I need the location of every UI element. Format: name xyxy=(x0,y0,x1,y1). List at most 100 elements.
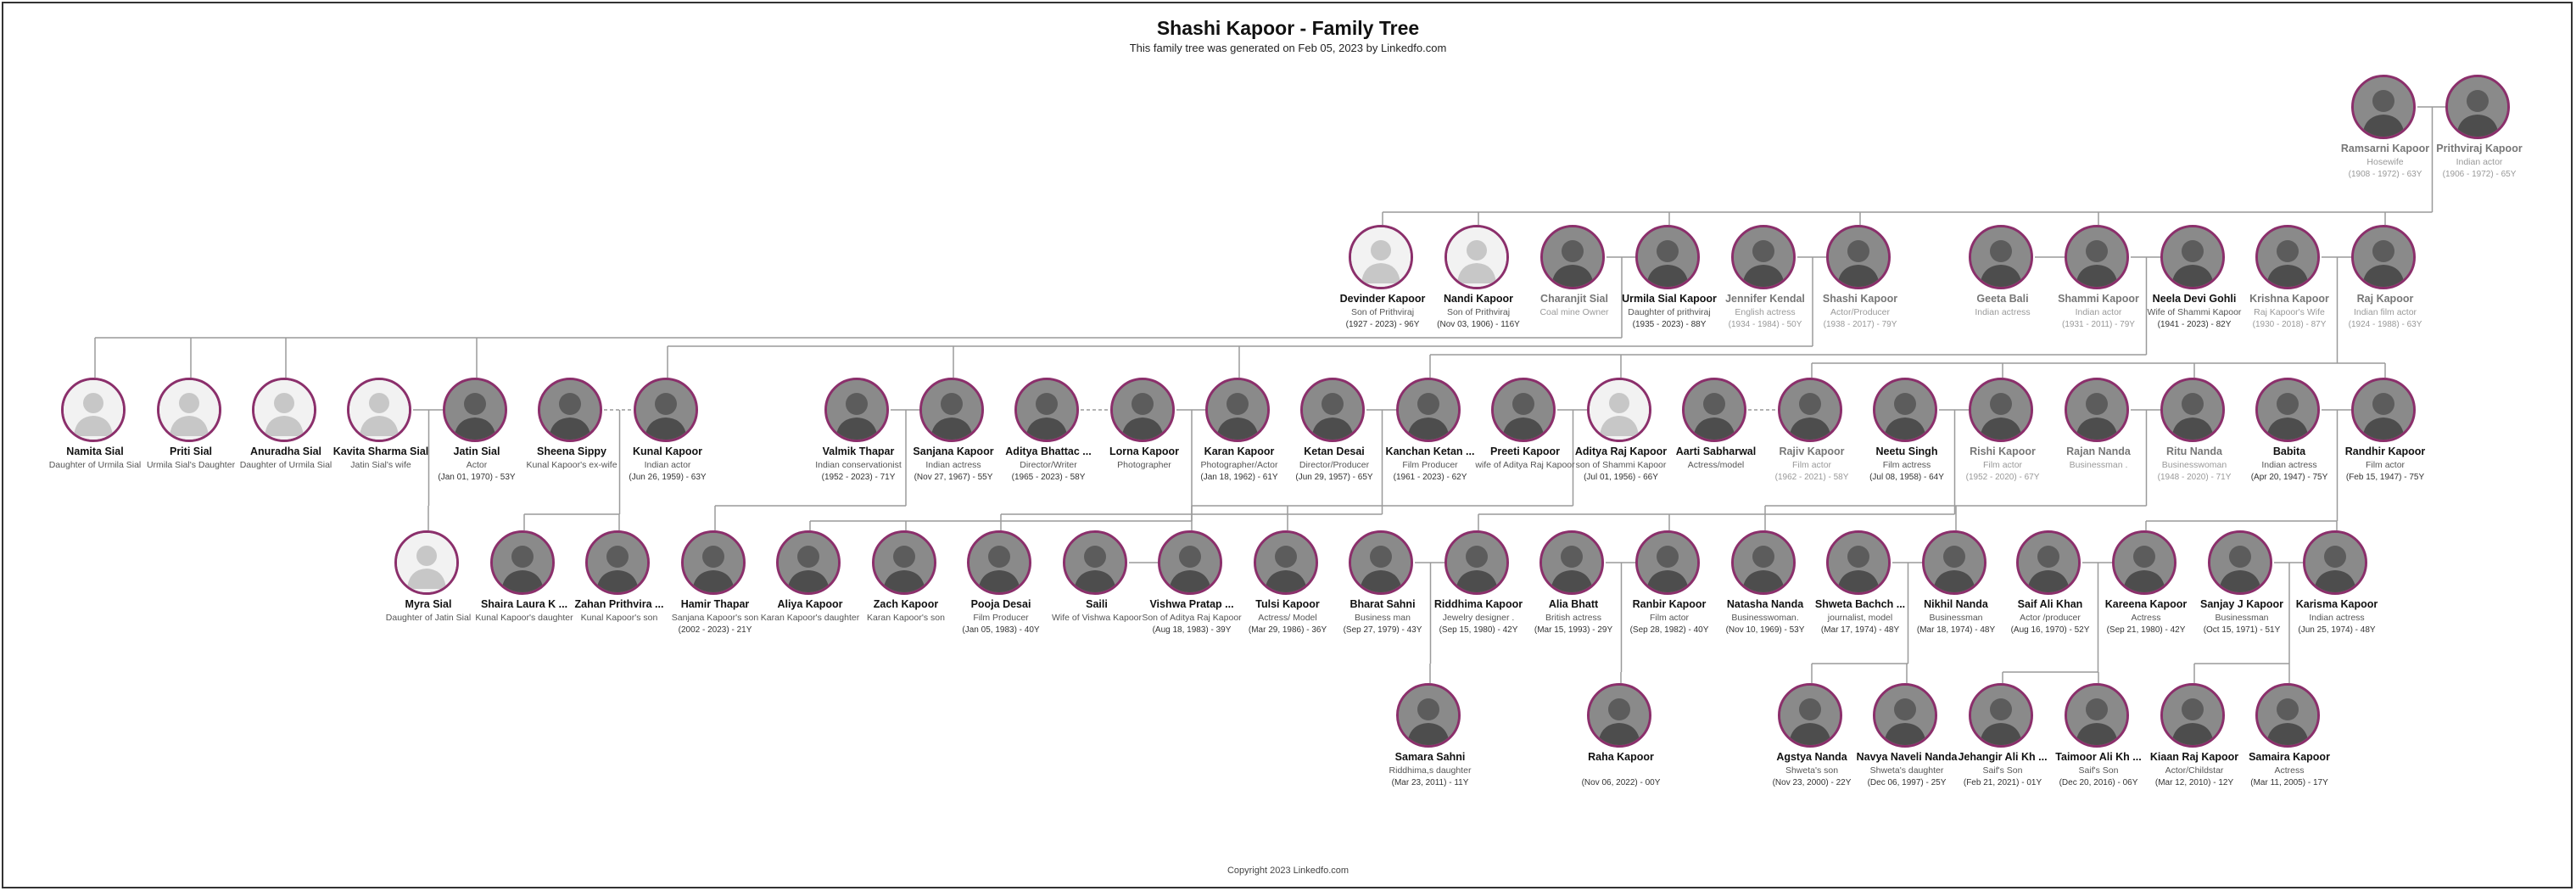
person-name: Valmik Thapar xyxy=(822,446,895,457)
person-name: Aarti Sabharwal xyxy=(1675,446,1757,457)
person-name: Nandi Kapoor xyxy=(1444,293,1513,305)
person-name: Rajiv Kapoor xyxy=(1779,446,1845,457)
person-dates: (Sep 28, 1982) - 40Y xyxy=(1629,625,1709,635)
person-name: Raj Kapoor xyxy=(2356,293,2414,305)
person-dates: (Jan 01, 1970) - 53Y xyxy=(438,473,516,482)
person-description: Director/Writer xyxy=(1020,460,1077,470)
person-dates: (Sep 21, 1980) - 42Y xyxy=(2106,625,2186,635)
person-name: Raha Kapoor xyxy=(1588,751,1654,763)
person-photo xyxy=(2112,530,2176,595)
person-name: Taimoor Ali Kh ... xyxy=(2055,751,2142,763)
person-name: Rajan Nanda xyxy=(2066,446,2131,457)
person-description: Film Producer xyxy=(1402,460,1458,470)
person-dates: (Mar 18, 1974) - 48Y xyxy=(1916,625,1996,635)
person-photo xyxy=(1731,530,1796,595)
person-name: Zach Kapoor xyxy=(873,598,939,610)
person-photo xyxy=(2351,378,2416,442)
person-dates: (Jun 25, 1974) - 48Y xyxy=(2298,625,2376,635)
person-description: Daughter of Urmila Sial xyxy=(48,460,142,470)
person-photo xyxy=(1540,225,1605,289)
person-dates: (1952 - 2023) - 71Y xyxy=(821,473,896,482)
page-subtitle: This family tree was generated on Feb 05… xyxy=(1129,42,1447,54)
person-dates: (1924 - 1988) - 63Y xyxy=(2348,320,2422,329)
person-description: Photographer/Actor xyxy=(1200,460,1278,470)
person-name: Anuradha Sial xyxy=(249,446,322,457)
person-name: Natasha Nanda xyxy=(1726,598,1804,610)
person-name: Shweta Bachch ... xyxy=(1814,598,1906,610)
person-photo xyxy=(1969,683,2033,748)
person-description: son of Shammi Kapoor xyxy=(1575,460,1667,470)
person-name: Nikhil Nanda xyxy=(1924,598,1988,610)
person-description: Indian actress xyxy=(2309,613,2365,623)
person-photo xyxy=(1539,530,1604,595)
person-name: Rishi Kapoor xyxy=(1970,446,2036,457)
person-dates: (Nov 27, 1967) - 55Y xyxy=(914,473,993,482)
person-photo xyxy=(1635,530,1700,595)
person-dates: (1931 - 2011) - 79Y xyxy=(2062,320,2135,329)
person-description: wife of Aditya Raj Kapoor xyxy=(1475,460,1575,470)
person-photo xyxy=(1396,378,1461,442)
person-name: Shammi Kapoor xyxy=(2058,293,2139,305)
person-dates: (Jan 05, 1983) - 40Y xyxy=(962,625,1040,635)
avatar-placeholder-icon xyxy=(394,530,459,595)
person-photo xyxy=(1873,683,1937,748)
person-photo xyxy=(2065,683,2129,748)
person-name: Geeta Bali xyxy=(1976,293,2029,305)
person-dates: (Dec 20, 2016) - 06Y xyxy=(2059,778,2138,787)
person-description: Riddhima,s daughter xyxy=(1389,765,1472,776)
person-description: Wife of Vishwa Kapoor xyxy=(1051,613,1143,623)
person-name: Urmila Sial Kapoor xyxy=(1622,293,1717,305)
person-name: Prithviraj Kapoor xyxy=(2436,143,2523,154)
person-photo xyxy=(919,378,984,442)
person-name: Kareena Kapoor xyxy=(2104,598,2188,610)
person-description: Son of Prithviraj xyxy=(1446,307,1511,317)
person-photo xyxy=(1014,378,1079,442)
person-photo xyxy=(2160,225,2225,289)
person-description: Actor/Childstar xyxy=(2165,765,2224,776)
person-name: Neetu Singh xyxy=(1875,446,1938,457)
person-name: Bharat Sahni xyxy=(1349,598,1416,610)
person-dates: (1948 - 2020) - 71Y xyxy=(2157,473,2232,482)
person-dates: (Apr 20, 1947) - 75Y xyxy=(2250,473,2328,482)
person-name: Ranbir Kapoor xyxy=(1632,598,1707,610)
person-name: Alia Bhatt xyxy=(1548,598,1599,610)
avatar-placeholder-icon xyxy=(1349,225,1413,289)
person-description: Kunal Kapoor's daughter xyxy=(475,613,573,623)
person-description: English actress xyxy=(1735,307,1796,317)
person-dates: (1941 - 2023) - 82Y xyxy=(2157,320,2232,329)
person-description: Jatin Sial's wife xyxy=(350,460,411,470)
person-name: Tulsi Kapoor xyxy=(1255,598,1320,610)
person-description: Daughter of prithviraj xyxy=(1628,307,1711,317)
person-description: journalist, model xyxy=(1827,613,1893,623)
person-dates: (1961 - 2023) - 62Y xyxy=(1393,473,1467,482)
person-name: Aliya Kapoor xyxy=(777,598,843,610)
person-dates: (Mar 12, 2010) - 12Y xyxy=(2154,778,2234,787)
person-description: Actor /producer xyxy=(2020,613,2081,623)
person-photo xyxy=(1969,225,2033,289)
person-description: Film actor xyxy=(1791,460,1832,470)
person-description: Film actor xyxy=(1649,613,1690,623)
person-photo xyxy=(967,530,1031,595)
avatar-placeholder-icon xyxy=(61,378,126,442)
person-description: Indian actress xyxy=(2261,460,2317,470)
person-photo xyxy=(1396,683,1461,748)
person-photo xyxy=(1922,530,1986,595)
person-name: Samara Sahni xyxy=(1394,751,1466,763)
person-name: Saili xyxy=(1086,598,1108,610)
person-dates: (Aug 18, 1983) - 39Y xyxy=(1152,625,1232,635)
person-description: Director/Producer xyxy=(1299,460,1370,470)
person-dates: (Mar 15, 1993) - 29Y xyxy=(1534,625,1613,635)
person-description: Indian actress xyxy=(1975,307,2031,317)
person-dates: (Nov 10, 1969) - 53Y xyxy=(1725,625,1805,635)
person-description: Indian actress xyxy=(925,460,981,470)
person-name: Lorna Kapoor xyxy=(1109,446,1179,457)
person-description: Film actor xyxy=(1982,460,2023,470)
person-photo xyxy=(1205,378,1270,442)
person-photo xyxy=(585,530,650,595)
person-description: Karan Kapoor's son xyxy=(867,613,945,623)
avatar-placeholder-icon xyxy=(252,378,316,442)
copyright-footer: Copyright 2023 Linkedfo.com xyxy=(1227,866,1349,876)
person-description: Son of Aditya Raj Kapoor xyxy=(1142,613,1242,623)
person-name: Kanchan Ketan ... xyxy=(1385,446,1475,457)
